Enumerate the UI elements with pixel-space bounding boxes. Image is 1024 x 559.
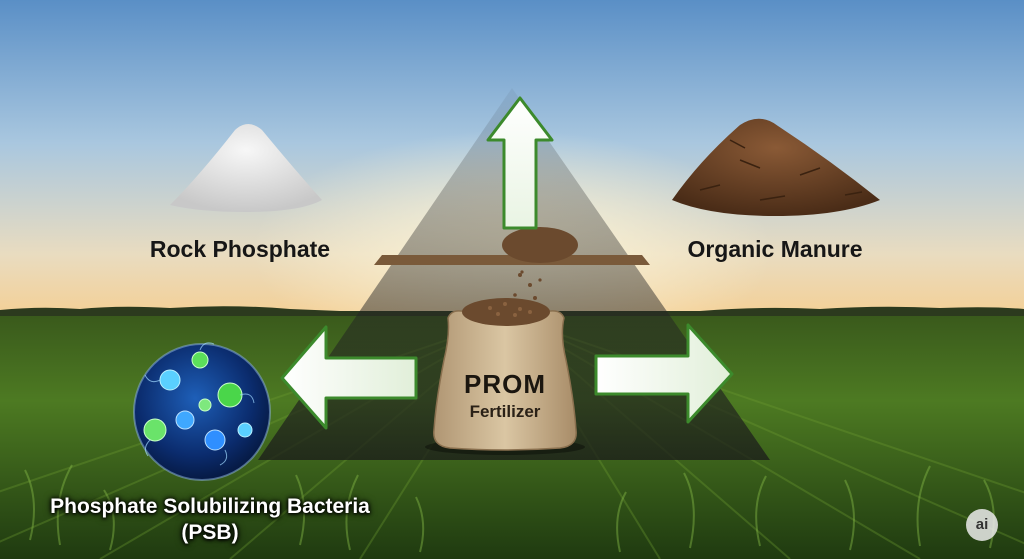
soil-mound bbox=[502, 227, 578, 263]
prom-label: PROM bbox=[464, 369, 546, 399]
rock-phosphate-pile bbox=[170, 124, 322, 212]
organic-manure-label: Organic Manure bbox=[687, 236, 863, 262]
arrow-left bbox=[280, 325, 418, 430]
ai-badge: ai bbox=[966, 509, 998, 541]
rock-phosphate-label: Rock Phosphate bbox=[149, 236, 331, 262]
bacteria-flagella bbox=[144, 342, 255, 466]
soil-layer bbox=[374, 255, 650, 265]
sack-granule-dots bbox=[488, 302, 532, 317]
arrow-up bbox=[486, 96, 554, 230]
bacteria bbox=[143, 351, 253, 451]
arrow-right bbox=[594, 323, 734, 424]
sack-granules bbox=[462, 298, 550, 326]
falling-granules bbox=[513, 270, 542, 300]
organic-manure-pile bbox=[672, 118, 880, 216]
psb-label: Phosphate Solubilizing Bacteria (PSB) bbox=[50, 495, 370, 544]
crop-leaves bbox=[24, 464, 995, 553]
manure-fibers bbox=[699, 139, 863, 201]
fertilizer-label: Fertilizer bbox=[469, 402, 541, 421]
